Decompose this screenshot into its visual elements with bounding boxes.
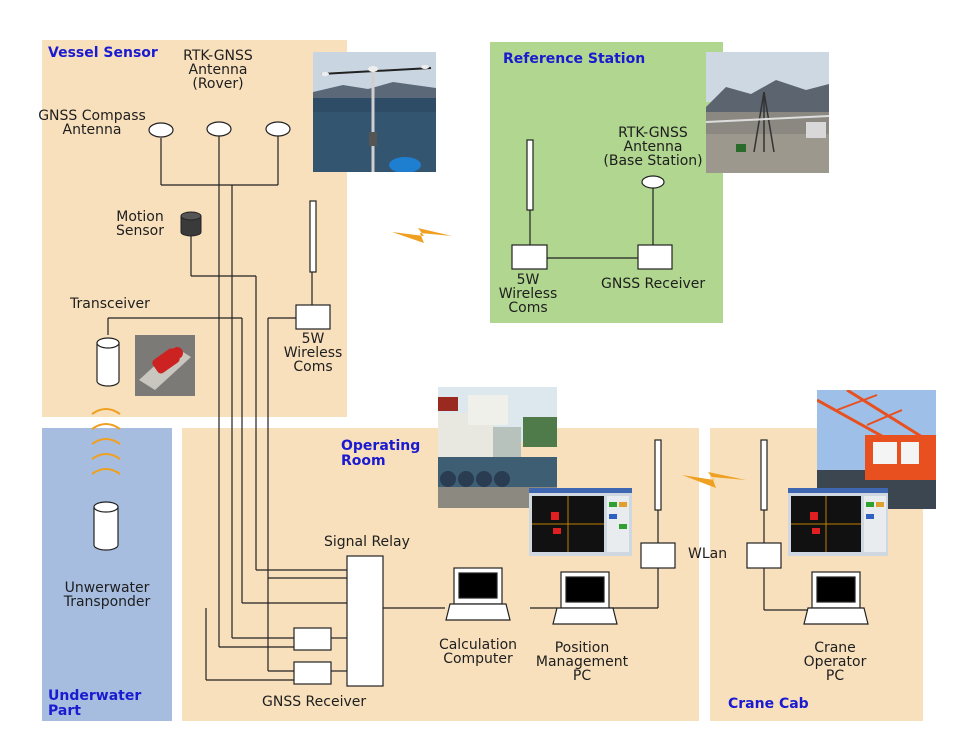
op-gnss-receiver-label: GNSS Receiver <box>262 694 367 710</box>
ref-gnss-receiver-label: GNSS Receiver <box>601 276 706 292</box>
vessel-wireless-label: 5W Wireless Coms <box>283 331 343 375</box>
reference-station-title: Reference Station <box>503 51 646 67</box>
rtk-base-label: RTK-GNSS Antenna (Base Station) <box>603 125 703 169</box>
vessel-sensor-title: Vessel Sensor <box>48 45 158 61</box>
operating-room-photo <box>438 387 557 508</box>
ref-wireless-label: 5W Wireless Coms <box>498 272 558 316</box>
calculation-computer-icon <box>445 567 511 621</box>
wlan-link-icon <box>682 472 746 488</box>
motion-sensor-label: Motion Sensor <box>116 209 164 239</box>
transponder-label: Unwerwater Transponder <box>63 580 151 610</box>
calculation-computer-label: Calculation Computer <box>438 637 518 667</box>
operating-room-title: Operating Room <box>341 438 421 469</box>
position-management-label: Position Management PC <box>535 640 629 684</box>
transceiver-photo <box>135 335 195 396</box>
underwater-part-zone <box>42 428 172 721</box>
transceiver-label: Transceiver <box>70 296 150 312</box>
crane-cab-title: Crane Cab <box>728 696 809 712</box>
wlan-label: WLan <box>688 546 728 562</box>
underwater-part-title: Underwater Part <box>48 688 142 719</box>
gnss-compass-label: GNSS Compass Antenna <box>38 108 146 138</box>
base-station-photo <box>706 52 829 173</box>
crane-photo <box>817 390 936 509</box>
rover-antenna-photo <box>313 52 436 172</box>
position-screen-photo <box>529 488 632 556</box>
motion-sensor-icon <box>180 211 202 237</box>
crane-operator-label: Crane Operator PC <box>803 640 867 684</box>
crane-screen-photo <box>788 488 888 556</box>
signal-relay-label: Signal Relay <box>324 534 410 550</box>
acoustic-wave-icon <box>91 408 121 475</box>
rtk-rover-label: RTK-GNSS Antenna (Rover) <box>183 48 253 92</box>
position-management-pc-icon <box>552 571 618 625</box>
wireless-link-icon <box>392 228 452 243</box>
crane-operator-pc-icon <box>803 571 869 625</box>
